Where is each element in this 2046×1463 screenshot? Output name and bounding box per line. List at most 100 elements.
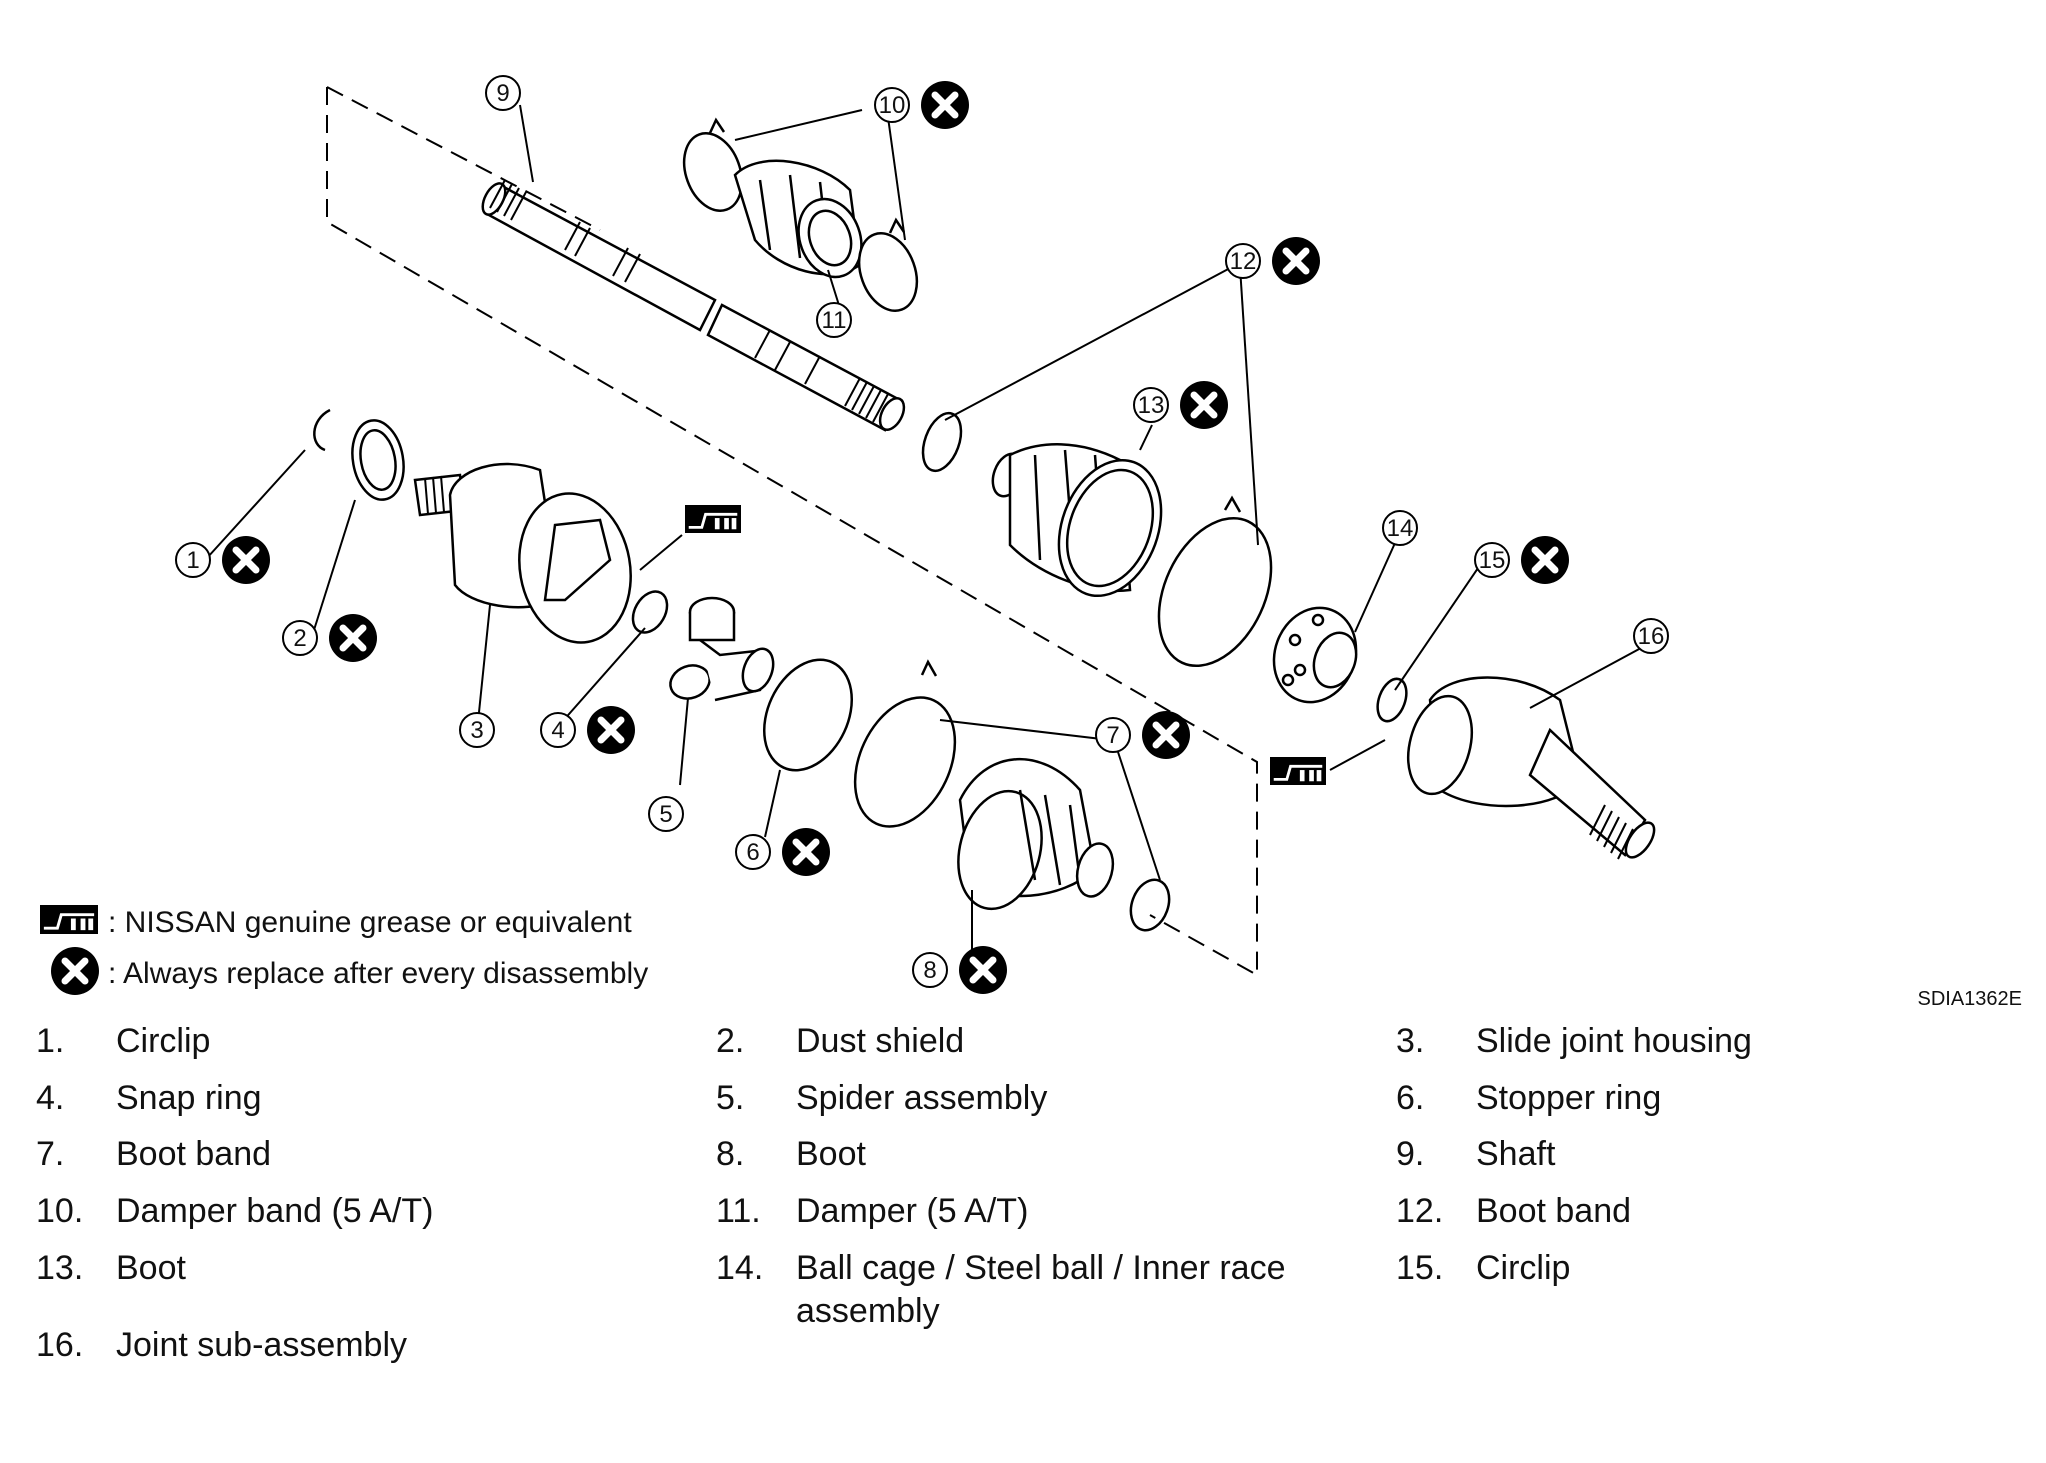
part-number: 2.: [716, 1022, 745, 1060]
callout-circle: [1133, 387, 1169, 423]
part-name: Dust shield: [796, 1022, 965, 1060]
part-name: Snap ring: [116, 1079, 262, 1117]
callout-3: 3: [459, 712, 495, 748]
callout-5: 5: [648, 796, 684, 832]
slide-joint-housing-part: [413, 462, 632, 644]
callout-number: 2: [293, 625, 306, 652]
callout-1: 1: [175, 536, 270, 584]
callout-circle: [1095, 717, 1131, 753]
dust-shield-part: [351, 419, 405, 501]
callout-circle: [912, 952, 948, 988]
circlip-1-part: [313, 408, 331, 452]
callout-16: 16: [1633, 618, 1669, 654]
callout-circle: [175, 542, 211, 578]
replace-icon: [921, 81, 969, 129]
part-name: Boot: [796, 1135, 866, 1173]
part-name: Boot band: [116, 1135, 272, 1173]
callout-number: 9: [496, 80, 509, 107]
callout-14: 14: [1382, 510, 1418, 546]
callout-circle: [459, 712, 495, 748]
callout-15: 15: [1474, 536, 1569, 584]
spider-assembly-part: [669, 596, 775, 702]
replace-icon: [1272, 237, 1320, 285]
callout-6: 6: [735, 828, 830, 876]
part-number: 11.: [716, 1192, 761, 1230]
callout-number: 3: [470, 717, 483, 744]
joint-sub-assembly-part: [1407, 676, 1656, 860]
part-name: Slide joint housing: [1476, 1022, 1752, 1060]
part-name: Boot band: [1476, 1192, 1632, 1230]
part-name: Joint sub-assembly: [116, 1326, 408, 1364]
callout-number: 8: [923, 957, 936, 984]
ball-cage-part: [1272, 606, 1358, 704]
grease-legend-icon: [40, 905, 98, 934]
part-number: 12.: [1396, 1192, 1444, 1230]
callout-number: 16: [1638, 623, 1665, 650]
part-number: 1.: [36, 1022, 65, 1060]
callout-circle: [540, 712, 576, 748]
grease-marker-joint: [1270, 757, 1326, 785]
callout-10: 10: [874, 81, 969, 129]
callout-number: 13: [1138, 392, 1165, 419]
part-number: 10.: [36, 1192, 84, 1230]
callout-circle: [282, 620, 318, 656]
dashed-boundary: [326, 86, 1258, 977]
part-number: 5.: [716, 1079, 745, 1117]
callout-circle: [485, 75, 521, 111]
callout-number: 12: [1230, 248, 1257, 275]
callout-circle: [1225, 243, 1261, 279]
callout-circle: [1382, 510, 1418, 546]
callout-4: 4: [540, 706, 635, 754]
callout-circle: [816, 302, 852, 338]
callout-number: 11: [822, 307, 847, 334]
replace-icon: [587, 706, 635, 754]
part-number: 15.: [1396, 1249, 1444, 1287]
part-number: 8.: [716, 1135, 745, 1173]
part-name: Boot: [116, 1249, 186, 1287]
callout-number: 7: [1106, 722, 1119, 749]
replace-icon: [1180, 381, 1228, 429]
callout-circle: [1633, 618, 1669, 654]
part-number: 9.: [1396, 1135, 1425, 1173]
callout-8: 8: [912, 946, 1007, 994]
replace-legend-icon: [51, 947, 99, 995]
part-name: Circlip: [116, 1022, 211, 1060]
part-number: 16.: [36, 1326, 84, 1364]
stopper-ring-part: [762, 658, 854, 772]
part-number: 7.: [36, 1135, 65, 1173]
part-name: Ball cage / Steel ball / Inner race asse…: [796, 1249, 1286, 1330]
part-name: Damper band (5 A/T): [116, 1192, 434, 1230]
callout-7: 7: [1095, 711, 1190, 759]
grease-legend-text: : NISSAN genuine grease or equivalent: [108, 906, 632, 939]
callout-circle: [1474, 542, 1510, 578]
callout-12: 12: [1225, 237, 1320, 285]
replace-icon: [782, 828, 830, 876]
part-name: Damper (5 A/T): [796, 1192, 1029, 1230]
damper-part: [682, 117, 919, 312]
part-name: Stopper ring: [1476, 1079, 1662, 1117]
callout-circle: [735, 834, 771, 870]
callout-9: 9: [485, 75, 521, 111]
leader-lines: [206, 104, 1642, 950]
replace-icon: [329, 614, 377, 662]
part-number: 6.: [1396, 1079, 1425, 1117]
callout-number: 15: [1479, 547, 1506, 574]
circlip-15-part: [1376, 677, 1408, 723]
callout-number: 1: [186, 547, 199, 574]
callout-number: 5: [659, 801, 672, 828]
replace-icon: [1521, 536, 1569, 584]
part-name: Shaft: [1476, 1135, 1556, 1173]
callout-number: 10: [879, 92, 906, 119]
grease-marker-spider: [685, 505, 741, 533]
replace-icon: [222, 536, 270, 584]
boot-8-part: [957, 758, 1115, 911]
shaft-part: [481, 179, 906, 432]
boot-band-7-part: [853, 659, 1171, 932]
callout-2: 2: [282, 614, 377, 662]
callout-circle: [648, 796, 684, 832]
callout-13: 13: [1133, 381, 1228, 429]
boot-band-12-part: [921, 411, 1273, 668]
figure-id: SDIA1362E: [1917, 988, 2022, 1010]
